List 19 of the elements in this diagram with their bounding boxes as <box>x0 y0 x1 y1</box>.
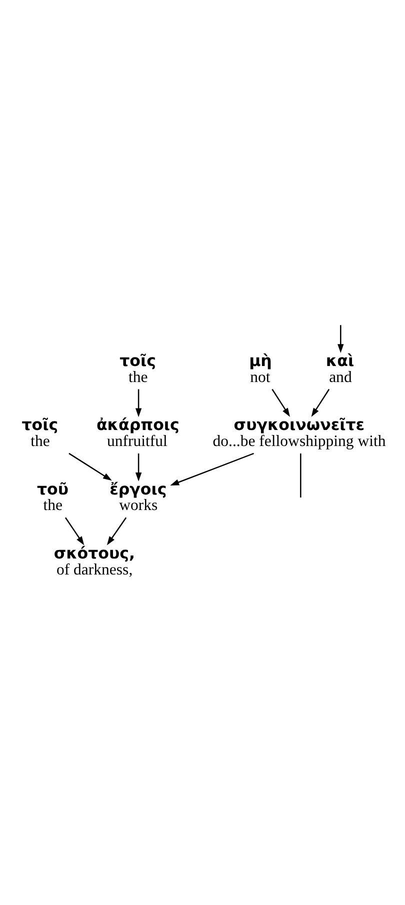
arrow <box>272 388 290 416</box>
node-text: καὶ and <box>326 350 354 386</box>
node-text: μὴ not <box>249 350 272 386</box>
arrow <box>106 516 127 545</box>
node-text: τοῖς the <box>120 350 156 386</box>
arrow <box>68 452 112 480</box>
node-text: σκότους, of darkness, <box>54 543 136 578</box>
node-text: ἀκάρποις unfruitful <box>96 414 180 450</box>
arrow <box>311 388 330 416</box>
node-text: ἔργοις works <box>110 478 167 514</box>
connector <box>300 452 302 497</box>
arrow <box>135 452 142 481</box>
node-text: τοῦ the <box>36 478 69 514</box>
arrow <box>338 324 344 353</box>
arrow <box>135 388 142 417</box>
arrow <box>170 452 254 485</box>
node-text: τοῖς the <box>22 414 58 450</box>
node-text: συγκοινωνεῖτε do...be fellowshipping with <box>212 414 386 450</box>
arrow <box>64 516 84 545</box>
